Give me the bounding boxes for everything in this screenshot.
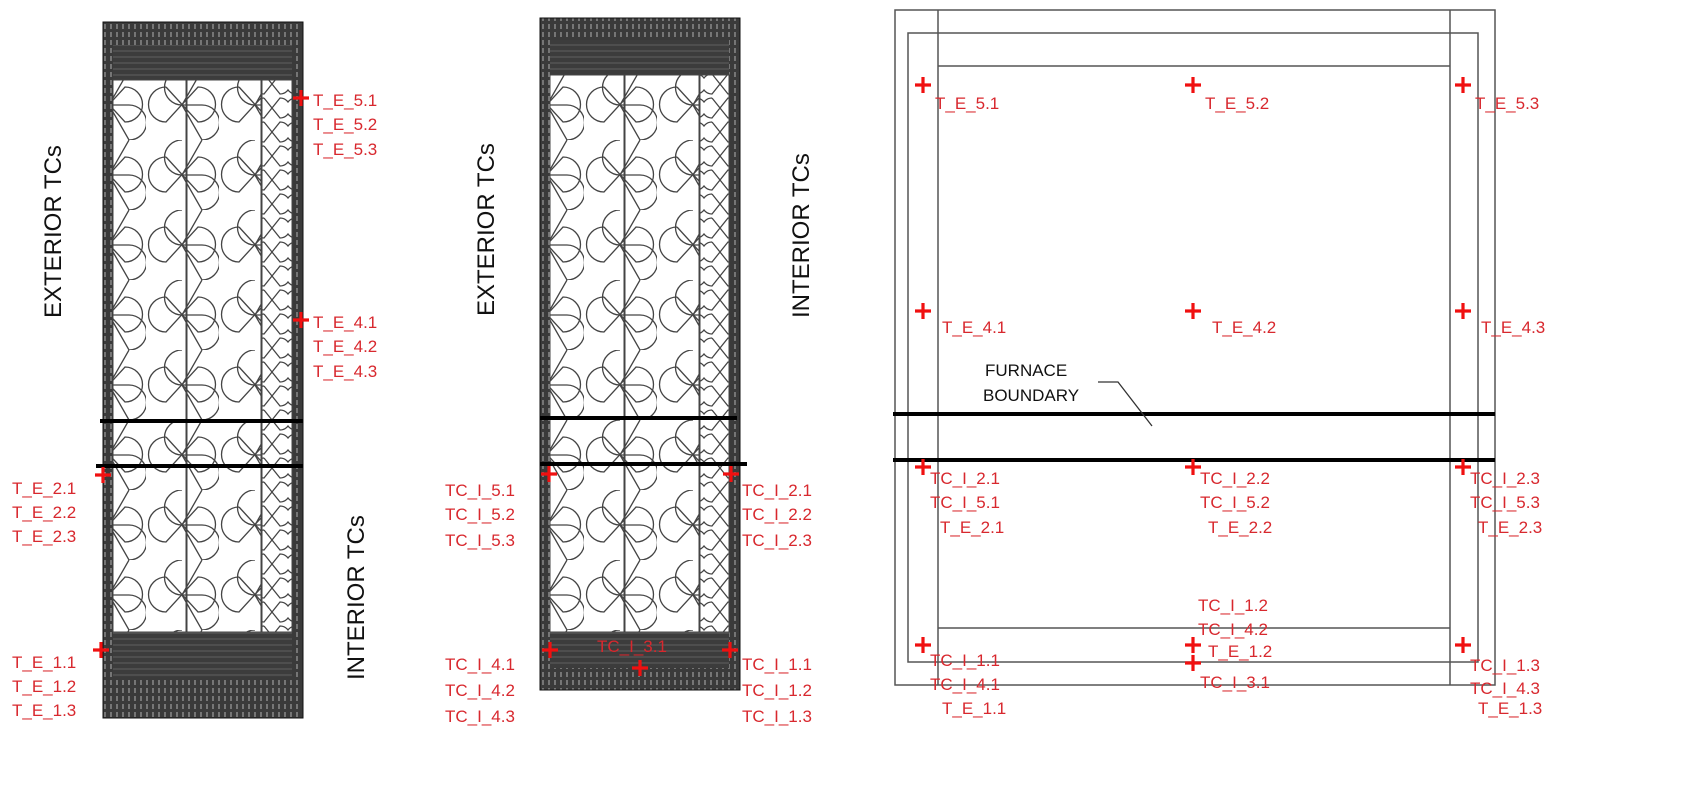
tc-label: T_E_2.2 bbox=[1208, 518, 1272, 537]
thermocouple-cross-icon bbox=[1185, 303, 1201, 319]
thermocouple-cross-icon bbox=[915, 303, 931, 319]
tc-label: T_E_5.1 bbox=[313, 91, 377, 110]
tc-label: T_E_2.1 bbox=[940, 518, 1004, 537]
thermocouple-cross-icon bbox=[93, 642, 109, 658]
tc-label: TC_I_2.2 bbox=[742, 505, 812, 524]
thermocouple-cross-icon bbox=[1185, 637, 1201, 653]
tc-label: T_E_2.1 bbox=[12, 479, 76, 498]
tc-label: TC_I_1.1 bbox=[930, 651, 1000, 670]
thermocouple-cross-icon bbox=[632, 660, 648, 676]
tc-label: T_E_4.2 bbox=[1212, 318, 1276, 337]
tc-label: T_E_5.3 bbox=[1475, 94, 1539, 113]
tc-label: T_E_1.1 bbox=[12, 653, 76, 672]
tc-label: TC_I_3.1 bbox=[597, 637, 667, 656]
thermocouple-cross-icon bbox=[1455, 637, 1471, 653]
tc-label: T_E_1.3 bbox=[12, 701, 76, 720]
thermocouple-cross-icon bbox=[542, 642, 558, 658]
tc-label: T_E_4.2 bbox=[313, 337, 377, 356]
middle-interior-title: INTERIOR TCs bbox=[788, 153, 815, 318]
middle-labels: TC_I_5.1 TC_I_5.2 TC_I_5.3 TC_I_2.1 TC_I… bbox=[445, 481, 812, 726]
thermocouple-cross-icon bbox=[915, 77, 931, 93]
tc-label: TC_I_4.3 bbox=[1470, 679, 1540, 698]
tc-label: TC_I_1.2 bbox=[1198, 596, 1268, 615]
thermocouple-cross-icon bbox=[1455, 459, 1471, 475]
thermocouple-cross-icon bbox=[95, 467, 111, 483]
tc-label: TC_I_3.1 bbox=[1200, 673, 1270, 692]
tc-label: TC_I_5.1 bbox=[445, 481, 515, 500]
tc-label: TC_I_4.1 bbox=[445, 655, 515, 674]
boundary-leader-line bbox=[1098, 381, 1153, 427]
tc-label: TC_I_4.2 bbox=[445, 681, 515, 700]
tc-label: T_E_2.2 bbox=[12, 503, 76, 522]
thermocouple-cross-icon bbox=[1185, 77, 1201, 93]
tc-label: TC_I_4.1 bbox=[930, 675, 1000, 694]
tc-label: T_E_1.2 bbox=[1208, 642, 1272, 661]
middle-wall-section bbox=[539, 17, 747, 691]
tc-label: TC_I_4.3 bbox=[445, 707, 515, 726]
thermocouple-markers bbox=[93, 77, 1471, 676]
tc-label: TC_I_2.1 bbox=[930, 469, 1000, 488]
tc-label: T_E_4.1 bbox=[313, 313, 377, 332]
tc-label: T_E_2.3 bbox=[12, 527, 76, 546]
tc-label: TC_I_1.3 bbox=[1470, 656, 1540, 675]
left-wall-section bbox=[96, 21, 304, 719]
tc-label: T_E_5.3 bbox=[313, 140, 377, 159]
thermocouple-cross-icon bbox=[541, 466, 557, 482]
tc-label: T_E_4.1 bbox=[942, 318, 1006, 337]
left-interior-title: INTERIOR TCs bbox=[343, 515, 370, 680]
thermocouple-cross-icon bbox=[293, 312, 309, 328]
thermocouple-cross-icon bbox=[1185, 655, 1201, 671]
tc-label: T_E_5.1 bbox=[935, 94, 999, 113]
thermocouple-cross-icon bbox=[1185, 459, 1201, 475]
tc-label: TC_I_1.2 bbox=[742, 681, 812, 700]
tc-label: TC_I_2.3 bbox=[742, 531, 812, 550]
left-labels: T_E_5.1 T_E_5.2 T_E_5.3 T_E_4.1 T_E_4.2 … bbox=[12, 91, 377, 720]
tc-label: TC_I_2.3 bbox=[1470, 469, 1540, 488]
tc-label: TC_I_2.1 bbox=[742, 481, 812, 500]
thermocouple-cross-icon bbox=[915, 459, 931, 475]
tc-label: TC_I_5.2 bbox=[1200, 493, 1270, 512]
tc-label: T_E_5.2 bbox=[1205, 94, 1269, 113]
thermocouple-cross-icon bbox=[293, 90, 309, 106]
tc-label: TC_I_5.2 bbox=[445, 505, 515, 524]
right-labels: T_E_5.1 T_E_5.2 T_E_5.3 T_E_4.1 T_E_4.2 … bbox=[930, 94, 1545, 718]
thermocouple-cross-icon bbox=[915, 637, 931, 653]
tc-label: T_E_4.3 bbox=[313, 362, 377, 381]
tc-label: T_E_1.2 bbox=[12, 677, 76, 696]
tc-label: T_E_4.3 bbox=[1481, 318, 1545, 337]
tc-label: T_E_1.1 bbox=[942, 699, 1006, 718]
middle-exterior-title: EXTERIOR TCs bbox=[473, 143, 500, 316]
tc-label: TC_I_5.3 bbox=[1470, 493, 1540, 512]
tc-label: TC_I_5.1 bbox=[930, 493, 1000, 512]
tc-label: T_E_2.3 bbox=[1478, 518, 1542, 537]
thermocouple-cross-icon bbox=[722, 642, 738, 658]
thermocouple-cross-icon bbox=[1455, 77, 1471, 93]
tc-label: T_E_1.3 bbox=[1478, 699, 1542, 718]
left-exterior-title: EXTERIOR TCs bbox=[40, 145, 67, 318]
thermocouple-cross-icon bbox=[723, 466, 739, 482]
boundary-label-line1: FURNACE bbox=[985, 361, 1067, 380]
tc-label: TC_I_1.1 bbox=[742, 655, 812, 674]
thermocouple-cross-icon bbox=[1455, 303, 1471, 319]
tc-label: TC_I_2.2 bbox=[1200, 469, 1270, 488]
tc-label: TC_I_1.3 bbox=[742, 707, 812, 726]
tc-label: TC_I_4.2 bbox=[1198, 620, 1268, 639]
boundary-label-line2: BOUNDARY bbox=[983, 386, 1079, 405]
tc-label: T_E_5.2 bbox=[313, 115, 377, 134]
tc-label: TC_I_5.3 bbox=[445, 531, 515, 550]
